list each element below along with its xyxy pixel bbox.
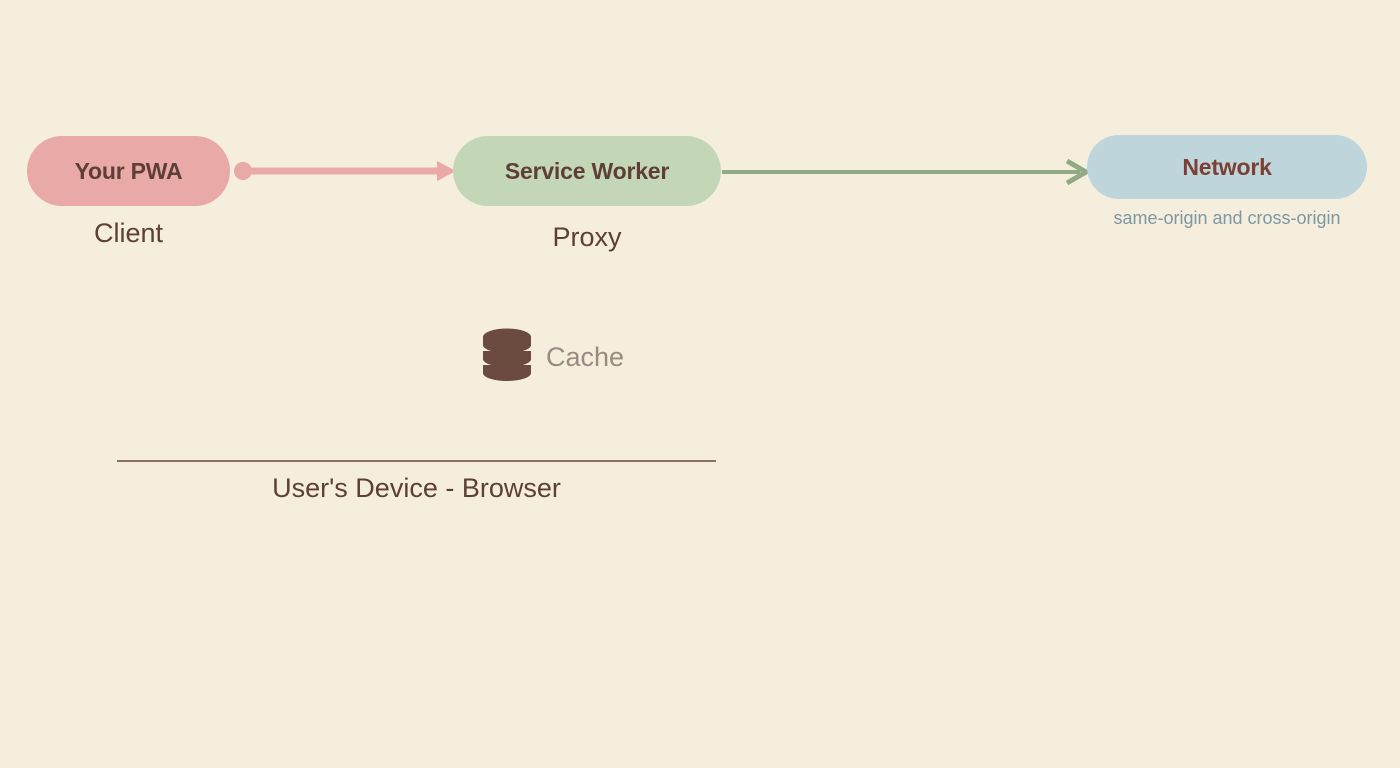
cache-label: Cache	[546, 341, 625, 372]
node-service-worker-caption: Proxy	[552, 222, 622, 252]
node-your-pwa[interactable]: Your PWA	[27, 136, 230, 206]
edge-service-worker-to-network	[722, 158, 1091, 186]
edge-pwa-to-service-worker	[234, 161, 456, 181]
node-service-worker[interactable]: Service Worker	[453, 136, 721, 206]
node-network-caption: same-origin and cross-origin	[1113, 208, 1341, 228]
node-network[interactable]: Network	[1087, 135, 1367, 199]
database-icon	[483, 328, 531, 381]
device-boundary-label: User's Device - Browser	[272, 473, 561, 503]
cache-store[interactable]: Cache	[482, 328, 624, 386]
edge-start-dot-icon	[234, 162, 252, 180]
arrowhead-green-icon	[1065, 158, 1091, 186]
node-network-label: Network	[1182, 153, 1272, 180]
node-service-worker-label: Service Worker	[504, 157, 670, 184]
node-your-pwa-caption: Client	[93, 218, 164, 248]
device-boundary-divider	[117, 460, 716, 462]
node-your-pwa-label: Your PWA	[74, 157, 183, 184]
